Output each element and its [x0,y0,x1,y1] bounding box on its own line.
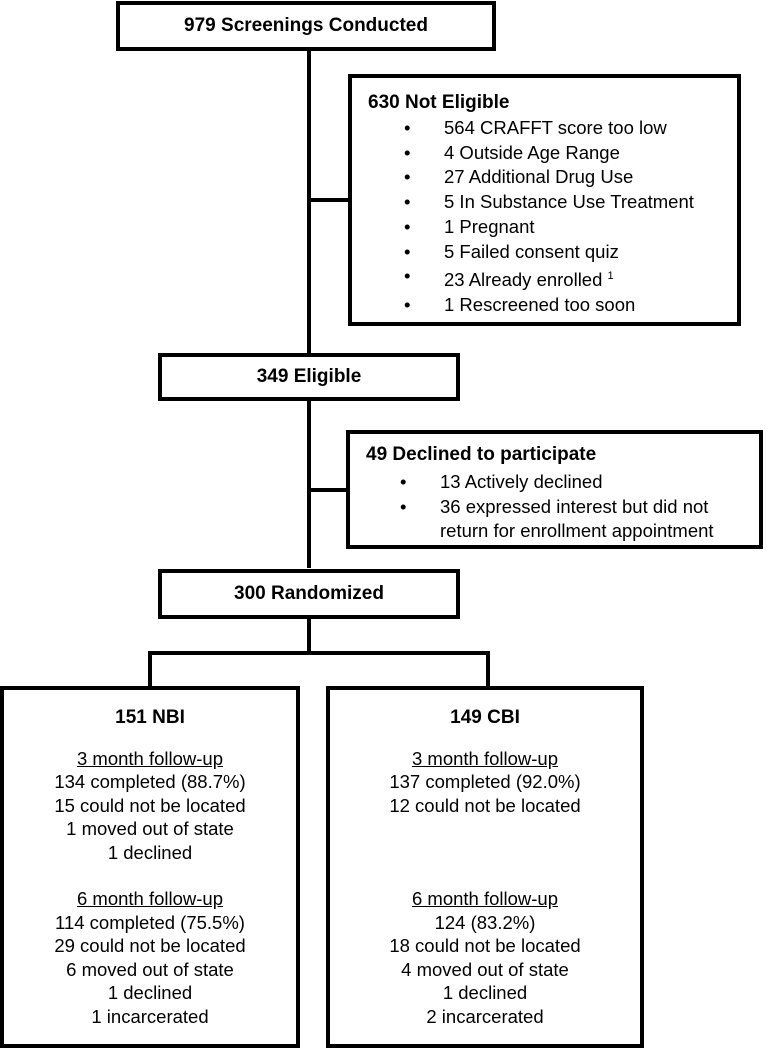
connector-branch-right [486,651,490,689]
declined-title: 49 Declined to participate [366,444,597,465]
cbi-title: 149 CBI [450,707,520,728]
footnote-marker: 1 [607,270,614,283]
nbi-6-month-line: 114 completed (75.5%) [55,911,245,933]
cbi-3-month-line: 137 completed (92.0%) [389,771,581,792]
connector-branch-horizontal [148,651,490,655]
list-item: 1 Rescreened too soon [404,293,694,318]
nbi-title: 151 NBI [115,707,185,728]
nbi-3-month-line: 134 completed (88.7%) [54,771,246,792]
list-item: 1 Pregnant [404,215,694,240]
cbi-6-month-line: 18 could not be located [389,935,581,956]
connector-main-bottom [307,617,311,654]
randomized-box: 300 Randomized [158,569,460,619]
list-item: 36 expressed interest but did not return… [400,495,750,544]
cbi-6-month-line: 4 moved out of state [401,958,569,980]
connector-to-not-eligible [307,198,351,202]
nbi-6-month-label: 6 month follow-up [76,888,224,909]
randomized-label: 300 Randomized [234,583,384,604]
list-item: 564 CRAFFT score too low [404,116,694,141]
not-eligible-title: 630 Not Eligible [368,92,510,113]
nbi-6-month-line: 6 moved out of state [66,958,234,980]
not-eligible-box: 630 Not Eligible 564 CRAFFT score too lo… [348,74,741,326]
list-item: 4 Outside Age Range [404,141,694,166]
screenings-label: 979 Screenings Conducted [184,15,428,36]
list-item: 5 In Substance Use Treatment [404,190,694,215]
screenings-box: 979 Screenings Conducted [116,1,496,51]
connector-main-top [307,50,311,355]
connector-main-mid [307,400,311,568]
cbi-6-month-label: 6 month follow-up [411,888,559,909]
not-eligible-list: 564 CRAFFT score too low 4 Outside Age R… [404,116,694,318]
nbi-3-month-line: 1 moved out of state [66,818,234,839]
declined-list: 13 Actively declined 36 expressed intere… [400,470,750,544]
connector-to-declined [307,488,349,492]
cbi-arm-box: 149 CBI 3 month follow-up 137 completed … [326,686,644,1048]
eligible-box: 349 Eligible [158,353,460,401]
connector-branch-left [148,651,152,689]
nbi-6-month-line: 29 could not be located [54,935,246,956]
list-item: 13 Actively declined [400,470,750,495]
nbi-arm-box: 151 NBI 3 month follow-up 134 completed … [0,686,300,1048]
eligible-label: 349 Eligible [256,366,362,387]
nbi-3-month-line: 15 could not be located [54,794,246,816]
cbi-6-month-line: 124 (83.2%) [434,911,536,933]
list-item: 5 Failed consent quiz [404,240,694,265]
cbi-6-month-line: 1 declined [442,982,528,1003]
nbi-6-month-line: 1 incarcerated [91,1005,209,1027]
nbi-3-month-label: 3 month follow-up [76,747,224,769]
nbi-6-month-line: 1 declined [107,982,193,1003]
list-item: 23 Already enrolled 1 [404,264,694,293]
list-item: 27 Additional Drug Use [404,165,694,190]
nbi-3-month-line: 1 declined [107,841,193,863]
cbi-6-month-line: 2 incarcerated [426,1005,544,1027]
cbi-3-month-line: 12 could not be located [389,794,581,816]
cbi-3-month-label: 3 month follow-up [411,747,559,769]
declined-box: 49 Declined to participate 13 Actively d… [346,430,763,549]
